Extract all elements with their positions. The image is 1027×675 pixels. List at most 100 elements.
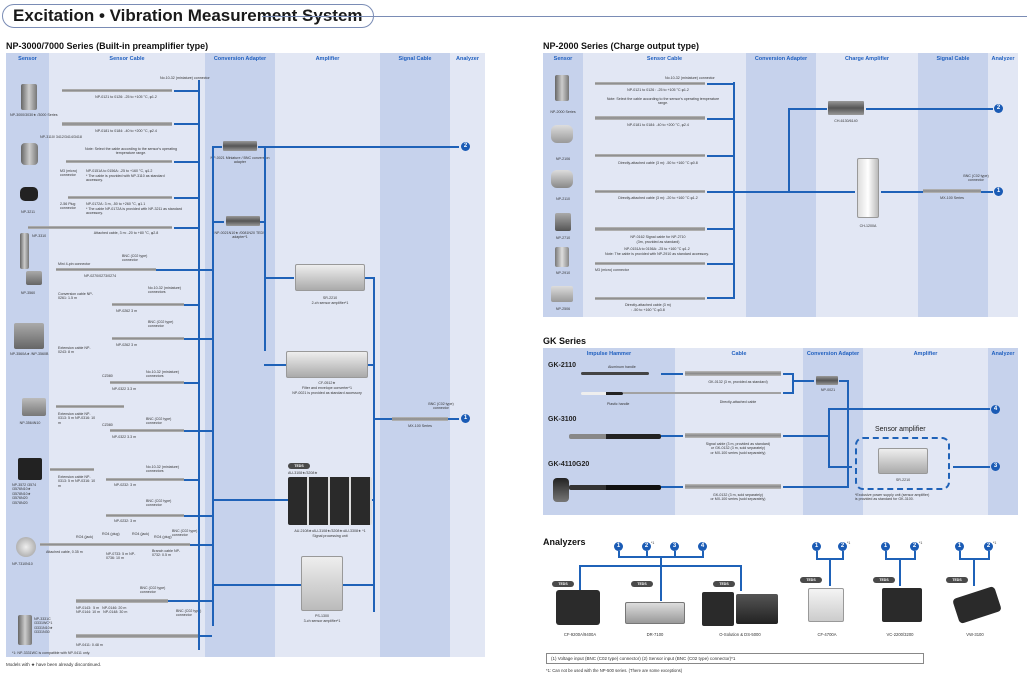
wire — [816, 551, 818, 559]
np2000-col-adapter — [746, 53, 816, 317]
hammer-label: GK-3100 — [548, 416, 577, 423]
sensor-cable — [76, 634, 198, 638]
sensor-label: NP-2106 — [555, 157, 571, 161]
sensor-label: NP-3572 /3574 /3576N10★ /3578N10★ /3576N… — [12, 483, 37, 505]
wire — [839, 380, 849, 382]
np2000-diagram: Sensor Sensor Cable Conversion Adapter C… — [543, 53, 1018, 317]
connector-label: M3 (micro) connector — [595, 268, 629, 272]
wire — [660, 565, 662, 601]
hammer-cable — [623, 392, 781, 394]
sensor-label: NP-2506 — [555, 307, 571, 311]
connector-label: RO4 (plug) — [154, 535, 172, 539]
amplifier-image — [878, 448, 928, 474]
charge-amplifier-label: CH-1200A — [859, 224, 877, 228]
sensor-amplifier-title: Sensor amplifier — [875, 426, 926, 433]
wire — [707, 297, 735, 299]
cable-label: NP-0322 3.3 m — [112, 435, 137, 439]
hammer-image — [553, 478, 569, 502]
wire — [264, 146, 266, 351]
adapter-label: NP-0021 Miniature / BNC conversion adapt… — [210, 156, 270, 165]
sensor-cable — [62, 122, 172, 126]
signal-cable-label: MX-100 Series — [940, 196, 964, 200]
hammer-label: GK-4110G20 — [548, 461, 590, 468]
wire — [212, 584, 301, 586]
amplifier-note: NP-0021 is provided as standard accessor… — [292, 391, 362, 395]
wire — [828, 466, 852, 468]
wire — [788, 108, 790, 193]
wire — [788, 108, 827, 110]
cable-label: NP-0181 to 0184: -40 to +200 °C, φ2.4 — [95, 129, 157, 133]
sensor-label: NP-3110/ 3412/3414/3418 — [40, 135, 82, 139]
col-header: Signal Cable — [398, 56, 432, 62]
teds-badge: TEDS — [800, 577, 822, 583]
wire — [788, 191, 855, 193]
np3000-section-title: NP-3000/7000 Series (Built-in preamplifi… — [6, 41, 209, 51]
connector-label: BNC (C02 type) connector — [148, 320, 174, 329]
col-header: Analyzer — [991, 351, 1015, 357]
col-header: Charge Amplifier — [844, 56, 890, 62]
analyzer-output-badge: 2 — [461, 142, 470, 151]
analyzer-image — [808, 588, 844, 622]
teds-badge: TEDS — [288, 463, 310, 469]
amplifier-label: SR-2210 — [322, 296, 338, 300]
analyzers-footnote: *1: Can not be used with the NP-500 seri… — [546, 668, 683, 673]
wire — [866, 108, 993, 110]
sensor-cable — [28, 226, 172, 229]
input-badge: 1 — [614, 542, 623, 551]
sensor-label: NP-3564N10 — [19, 421, 41, 425]
sensor-label: NP-2710 — [555, 236, 571, 240]
wire — [707, 118, 735, 120]
col-header: Conversion Adapter — [754, 56, 808, 62]
col-header: Signal Cable — [936, 56, 970, 62]
sensor-cable — [112, 337, 184, 340]
sensor-cable — [56, 268, 156, 271]
amplifier-desc: 2-ch sensor amplifier*1 — [311, 301, 349, 305]
wire — [828, 408, 830, 468]
teds-badge: TEDS — [713, 581, 735, 587]
wire — [264, 277, 294, 279]
charge-amplifier-label: CH-6130/6140 — [834, 119, 858, 123]
wire — [733, 82, 735, 298]
wire — [707, 191, 789, 193]
cable-label: NP-0121 to 0126 : -25 to +105 °C φ1.2 — [627, 88, 689, 92]
wire — [707, 83, 735, 85]
cable-label: Directly-attached cable (3 m): -50 to +1… — [618, 161, 698, 165]
wire — [618, 551, 620, 557]
footnote-mark: *1 — [993, 541, 997, 545]
wire — [190, 544, 212, 546]
teds-badge: TEDS — [873, 577, 895, 583]
discontinued-note: Models with ★ have been already disconti… — [6, 662, 102, 667]
col-header: Sensor — [553, 56, 573, 62]
cable-label: Extension cable NP-0243: 8 m — [58, 346, 91, 355]
teds-models: AU-3108★/3208★ — [288, 471, 318, 475]
sensor-cable — [110, 429, 184, 432]
input-badge: 2*1 — [838, 541, 850, 551]
wire — [365, 277, 375, 279]
wire — [198, 635, 212, 637]
input-badge: 4 — [698, 542, 707, 551]
sensor-cable — [68, 196, 172, 199]
gk-section-title: GK Series — [543, 336, 587, 346]
wire — [783, 435, 829, 437]
wire — [646, 551, 648, 557]
col-header: Cable — [731, 351, 747, 357]
adapter-image — [226, 216, 260, 226]
footnote-mark: *1 — [919, 541, 923, 545]
wire — [156, 269, 212, 271]
wire — [899, 558, 901, 586]
analyzer-output-badge: 3 — [991, 462, 1000, 471]
wire — [174, 161, 200, 163]
sensor-image — [20, 187, 38, 201]
cable-label: NP-0151A to 0156A: -25 to +160 °C φ1.2 — [624, 247, 690, 251]
wire — [842, 551, 844, 559]
sensor-image — [555, 213, 571, 231]
wire — [372, 499, 375, 501]
sensor-label: NP-2910 — [555, 271, 571, 275]
teds-badge: TEDS — [552, 581, 574, 587]
sensor-image — [551, 170, 573, 188]
wire — [661, 435, 683, 437]
sensor-cable — [595, 82, 705, 85]
amplifier-desc: Signal processing unit — [312, 534, 348, 538]
connector-label: No.10-32 (miniature) connector — [160, 76, 210, 80]
sensor-cable — [106, 478, 184, 481]
